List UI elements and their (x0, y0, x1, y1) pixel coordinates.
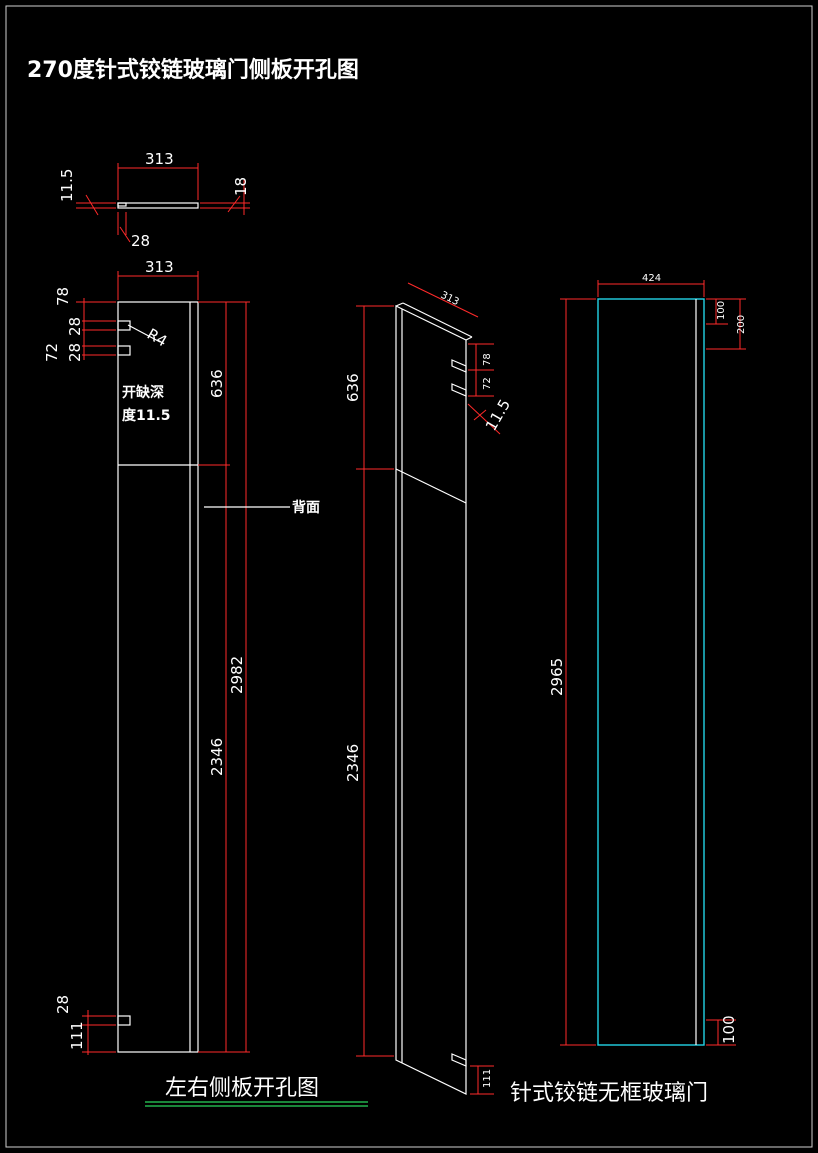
door-caption: 针式铰链无框玻璃门 (510, 1081, 708, 1106)
hinge-slot-lower (117, 345, 131, 356)
side-width-dim: 313 (145, 258, 174, 276)
hinge-slot-bottom (117, 1015, 131, 1026)
iso-636-dim: 636 (344, 373, 362, 402)
top-panel-section (117, 202, 199, 209)
side-72-dim: 72 (43, 343, 61, 362)
door-height-dim: 2965 (548, 658, 566, 696)
back-side-label: 背面 (292, 499, 320, 516)
side-panel-caption: 左右侧板开孔图 (165, 1076, 319, 1101)
side-2982-dim: 2982 (228, 656, 246, 694)
drawing-frame (5, 5, 813, 1148)
door-200-dim: 200 (736, 315, 747, 334)
iso-115-dim: 11.5 (482, 396, 514, 434)
r4-label: R4 (144, 325, 170, 351)
glass-door-view: 424 2965 100 200 100 针式铰链无框玻璃门 (510, 273, 747, 1106)
side-636-dim: 636 (208, 369, 226, 398)
side-78-dim: 78 (54, 287, 72, 306)
side-panel-view: R4 开缺深 度11.5 313 78 28 72 28 636 2346 29… (43, 258, 368, 1107)
iso-313-dim: 313 (439, 290, 461, 308)
door-100-top-dim: 100 (716, 301, 727, 320)
top-notch (117, 202, 127, 207)
notch-depth-note-line2: 度11.5 (122, 407, 171, 424)
door-width-dim: 424 (642, 273, 661, 284)
top-inset-dim: 28 (131, 232, 150, 250)
door-100-bottom-dim: 100 (720, 1015, 738, 1044)
side-bottom-111-dim: 111 (68, 1021, 86, 1050)
top-width-dim: 313 (145, 150, 174, 168)
side-bottom-28-dim: 28 (54, 995, 72, 1014)
iso-111-dim: 111 (482, 1069, 493, 1088)
iso-2346-dim: 2346 (344, 744, 362, 782)
top-thick-right-dim: 18 (232, 177, 250, 196)
iso-78-dim: 78 (482, 353, 493, 366)
side-2346-dim: 2346 (208, 738, 226, 776)
iso-panel-front (395, 305, 467, 1095)
glass-door-outline (597, 298, 705, 1046)
top-section-view: 313 11.5 18 28 (58, 150, 250, 250)
iso-72-dim: 72 (482, 377, 493, 390)
drawing-title: 270度针式铰链玻璃门侧板开孔图 (27, 57, 359, 83)
notch-depth-note-line1: 开缺深 (122, 384, 164, 401)
side-panel-outline (117, 301, 199, 1053)
top-thick-left-dim: 11.5 (58, 169, 76, 202)
side-28b-dim: 28 (66, 343, 84, 362)
isometric-panel-view: 313 636 2346 78 72 11.5 111 (344, 282, 514, 1095)
side-28a-dim: 28 (66, 317, 84, 336)
